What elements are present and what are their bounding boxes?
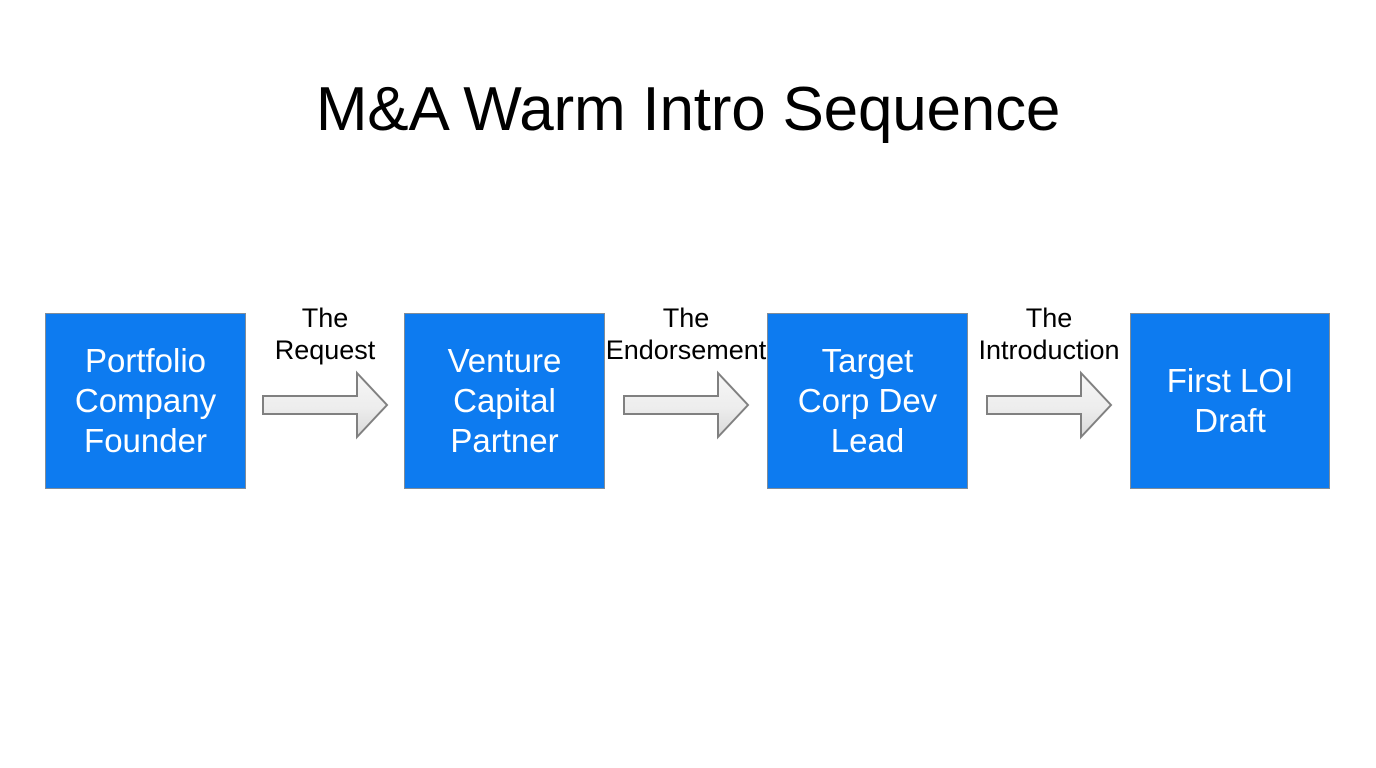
connector-the-request: The Request: [246, 300, 404, 460]
page-title: M&A Warm Intro Sequence: [315, 75, 1061, 144]
connector-label: The Endorsement: [605, 303, 767, 365]
process-node-target-corp-dev-lead[interactable]: Target Corp Dev Lead: [767, 313, 968, 489]
connector-label: The Request: [274, 303, 376, 365]
process-node-label: Venture Capital Partner: [447, 342, 562, 459]
connector-the-introduction: The Introduction: [968, 300, 1130, 460]
process-node-label: Portfolio Company Founder: [74, 342, 217, 459]
process-node-portfolio-company-founder[interactable]: Portfolio Company Founder: [45, 313, 246, 489]
process-node-venture-capital-partner[interactable]: Venture Capital Partner: [404, 313, 605, 489]
process-node-label: First LOI Draft: [1166, 362, 1294, 439]
right-block-arrow-icon: [985, 370, 1113, 440]
process-node-first-loi-draft[interactable]: First LOI Draft: [1130, 313, 1330, 489]
connector-the-endorsement: The Endorsement: [605, 300, 767, 460]
right-block-arrow-icon: [261, 370, 389, 440]
process-node-label: Target Corp Dev Lead: [797, 342, 938, 459]
connector-label: The Introduction: [978, 303, 1120, 365]
right-block-arrow-icon: [622, 370, 750, 440]
